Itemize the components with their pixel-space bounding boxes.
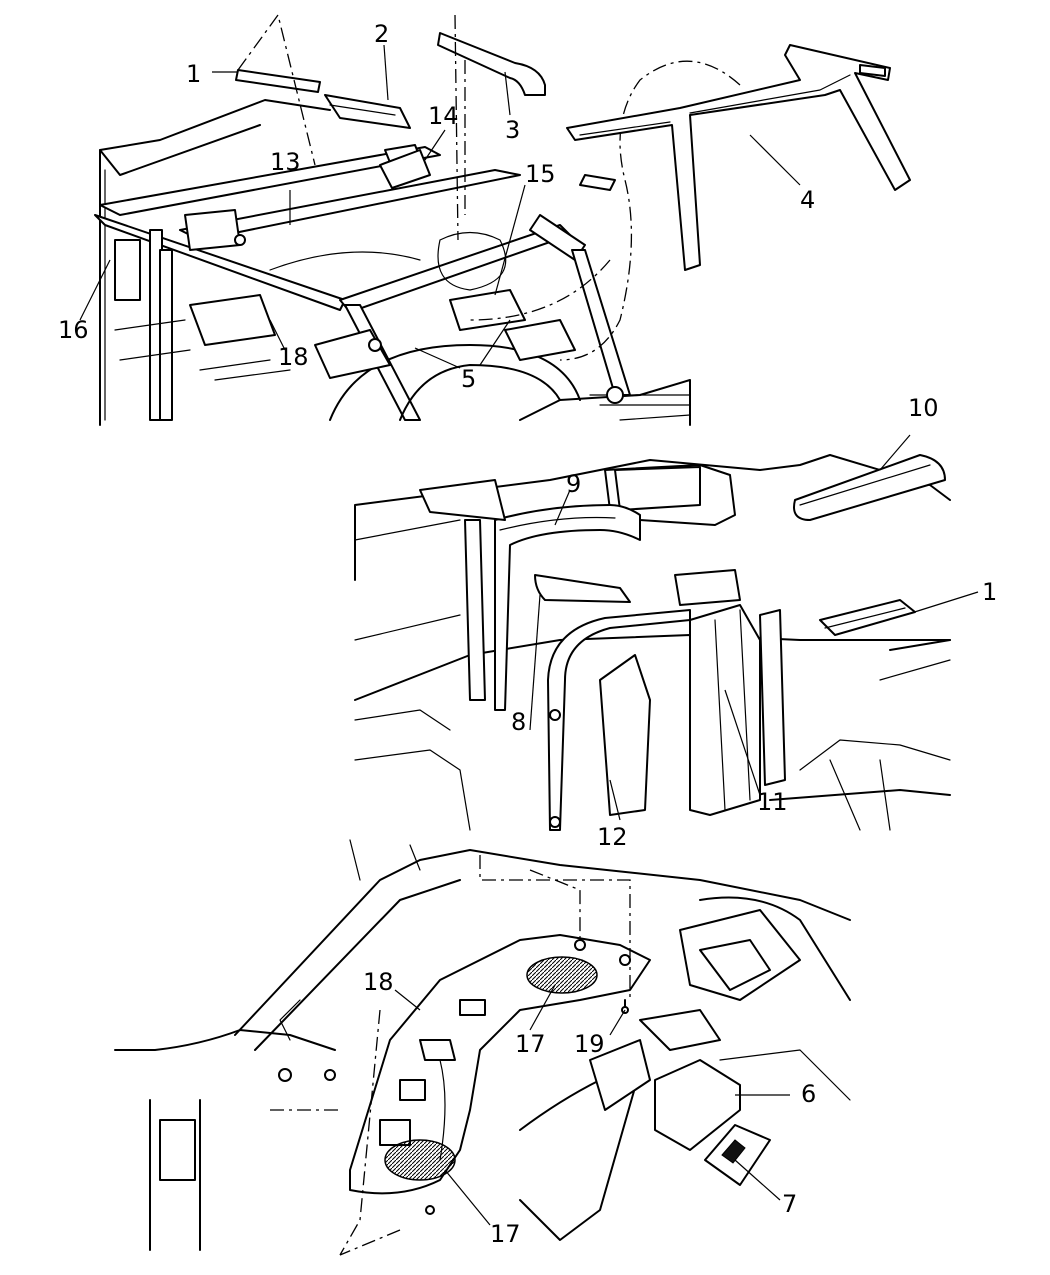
- callout-17-upper: 17: [515, 1030, 546, 1058]
- roll-bar-padding-part-4: [566, 44, 911, 271]
- callout-3: 3: [505, 116, 520, 144]
- callout-8: 8: [511, 708, 526, 736]
- callout-18-bottom: 18: [363, 968, 394, 996]
- top-view-assembly: [94, 13, 741, 426]
- callout-9: 9: [566, 470, 581, 498]
- callout-14: 14: [428, 102, 459, 130]
- callout-17-lower: 17: [490, 1220, 521, 1248]
- leader-lines: [79, 44, 979, 1226]
- bottom-view-assembly: [114, 839, 851, 1256]
- callout-15: 15: [525, 160, 556, 188]
- middle-view-assembly: [354, 454, 951, 831]
- callout-4: 4: [800, 186, 815, 214]
- callout-1-top: 1: [186, 60, 201, 88]
- callout-16: 16: [58, 316, 89, 344]
- callout-13: 13: [270, 148, 301, 176]
- callout-5: 5: [461, 365, 476, 393]
- callout-labels: 1 2 3 4 5 13 14 15 16 18 10 9 1 8 11 12 …: [58, 20, 997, 1248]
- callout-2: 2: [374, 20, 389, 48]
- callout-19: 19: [574, 1030, 605, 1058]
- callout-7: 7: [782, 1190, 797, 1218]
- callout-18-top: 18: [278, 343, 309, 371]
- callout-1-middle: 1: [982, 578, 997, 606]
- callout-11: 11: [757, 788, 788, 816]
- callout-12: 12: [597, 823, 628, 851]
- callout-6: 6: [801, 1080, 816, 1108]
- callout-10: 10: [908, 394, 939, 422]
